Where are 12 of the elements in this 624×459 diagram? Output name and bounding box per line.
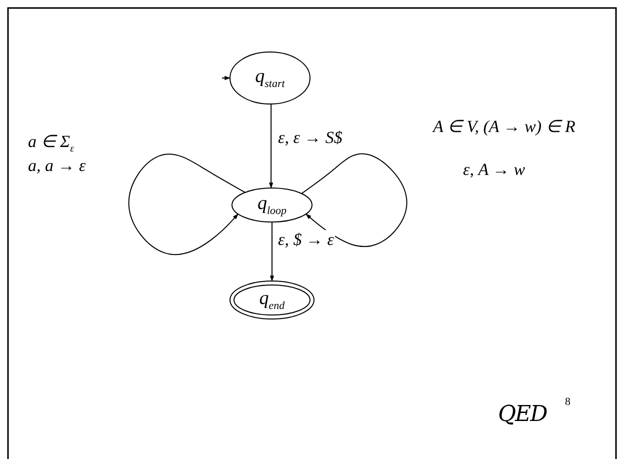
arrow xyxy=(270,222,274,282)
arrow xyxy=(268,104,274,189)
rule-condition: A ∈ V, (A → w) ∈ R xyxy=(432,117,576,137)
state-name: q$_{end}$ xyxy=(259,288,285,312)
self-loop-arrow xyxy=(301,153,408,248)
state-name: q$_{start}$ xyxy=(255,66,285,90)
transition-label: ε, $ → ε xyxy=(277,230,335,250)
qed-mark: QED xyxy=(497,405,548,425)
state-name: q$_{loop}$ xyxy=(257,193,287,217)
transition-label: ε, ε → S$ xyxy=(277,128,344,148)
arrow xyxy=(222,76,231,80)
self-loop-arrow xyxy=(128,154,246,256)
